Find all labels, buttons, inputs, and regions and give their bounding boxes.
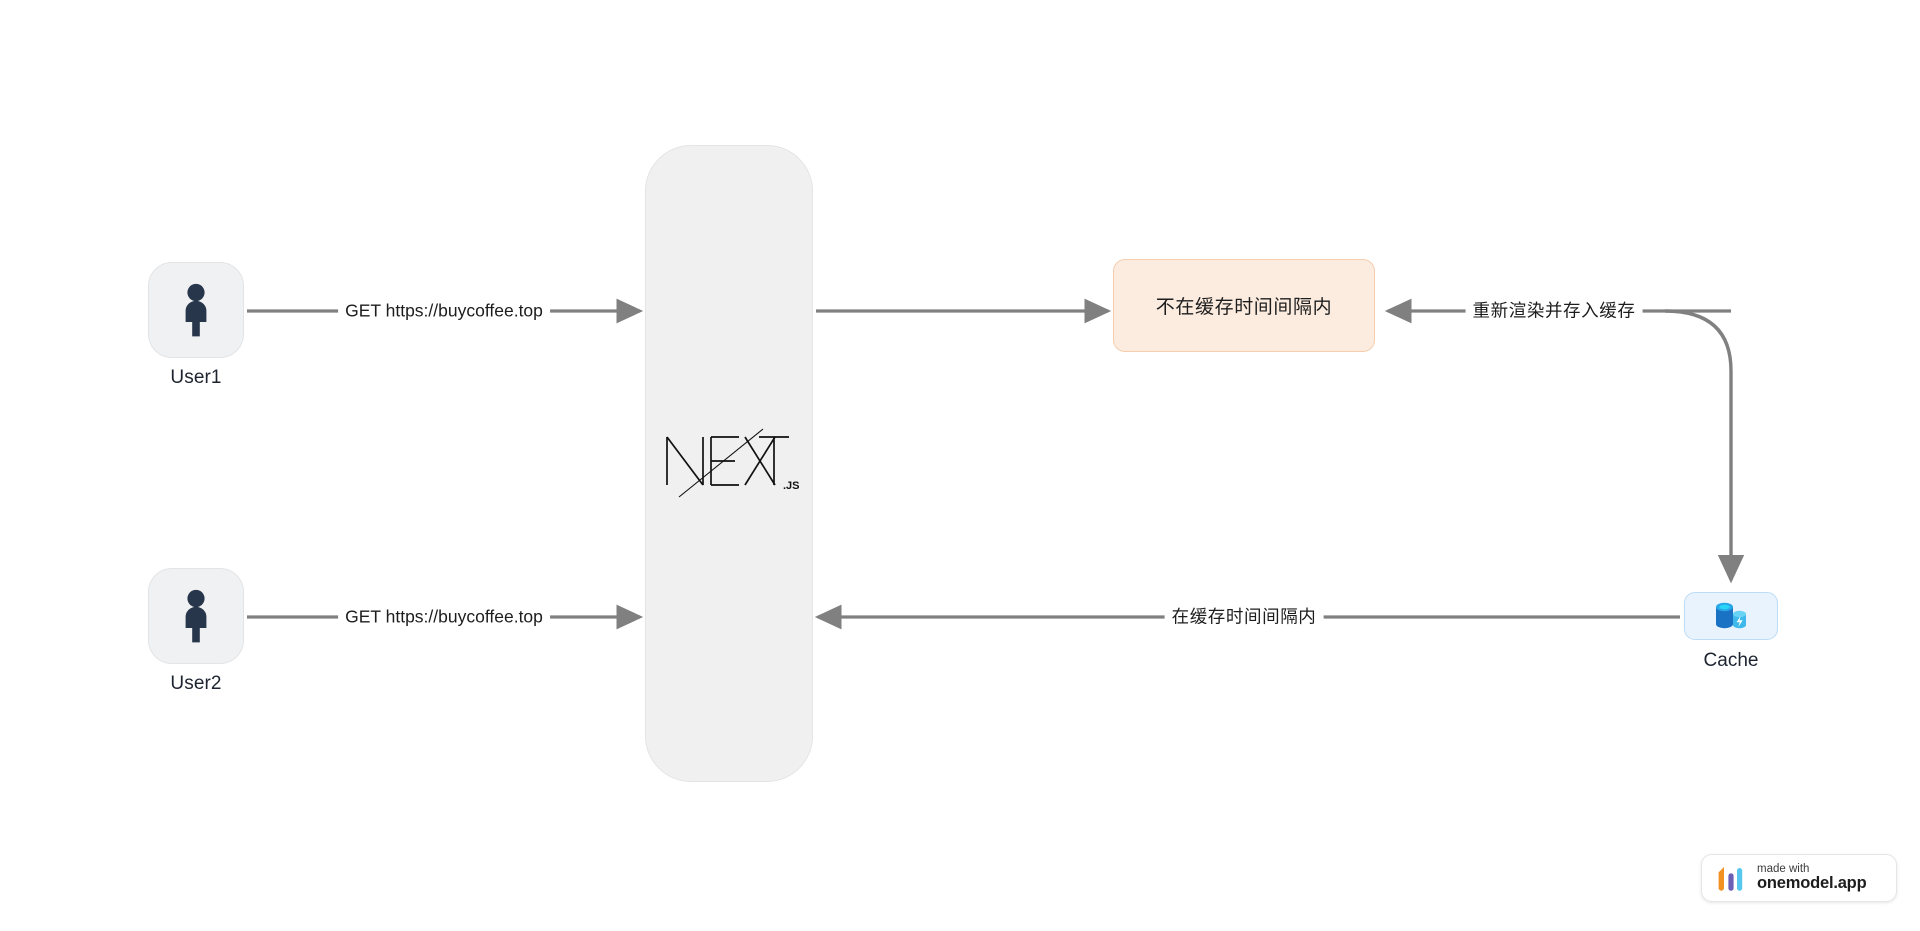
onemodel-logo-icon bbox=[1718, 867, 1743, 891]
nextjs-logo-icon: .JS bbox=[666, 428, 799, 497]
edge-label-user2-request: GET https://buycoffee.top bbox=[338, 607, 550, 627]
person-icon bbox=[185, 283, 207, 337]
cache-icon-box bbox=[1684, 592, 1778, 640]
node-user2[interactable]: User2 bbox=[148, 568, 244, 695]
nextjs-suffix-text: .JS bbox=[783, 480, 799, 492]
edge-process-to-cache bbox=[1664, 309, 1745, 584]
database-cache-icon bbox=[1716, 602, 1746, 629]
watermark-text: made with onemodel.app bbox=[1757, 862, 1867, 893]
node-nextjs[interactable]: .JS bbox=[645, 145, 813, 782]
watermark-onemodel[interactable]: made with onemodel.app bbox=[1701, 854, 1897, 902]
edge-label-user1-request: GET https://buycoffee.top bbox=[338, 301, 550, 321]
user1-label: User1 bbox=[170, 367, 222, 388]
user1-icon-box bbox=[148, 262, 244, 358]
edge-label-revalidate-and-store: 重新渲染并存入缓存 bbox=[1465, 301, 1643, 321]
watermark-brand: onemodel.app bbox=[1757, 874, 1867, 893]
user2-label: User2 bbox=[170, 673, 222, 694]
user2-icon-box bbox=[148, 568, 244, 664]
node-process-not-in-cache-window[interactable]: 不在缓存时间间隔内 bbox=[1113, 259, 1375, 352]
cache-label: Cache bbox=[1703, 650, 1759, 671]
node-cache[interactable]: Cache bbox=[1684, 592, 1778, 672]
person-icon bbox=[185, 589, 207, 643]
process-label: 不在缓存时间间隔内 bbox=[1155, 297, 1333, 318]
edge-label-within-cache-window: 在缓存时间间隔内 bbox=[1164, 607, 1324, 627]
watermark-made-with: made with bbox=[1757, 862, 1810, 875]
node-user1[interactable]: User1 bbox=[148, 262, 244, 389]
